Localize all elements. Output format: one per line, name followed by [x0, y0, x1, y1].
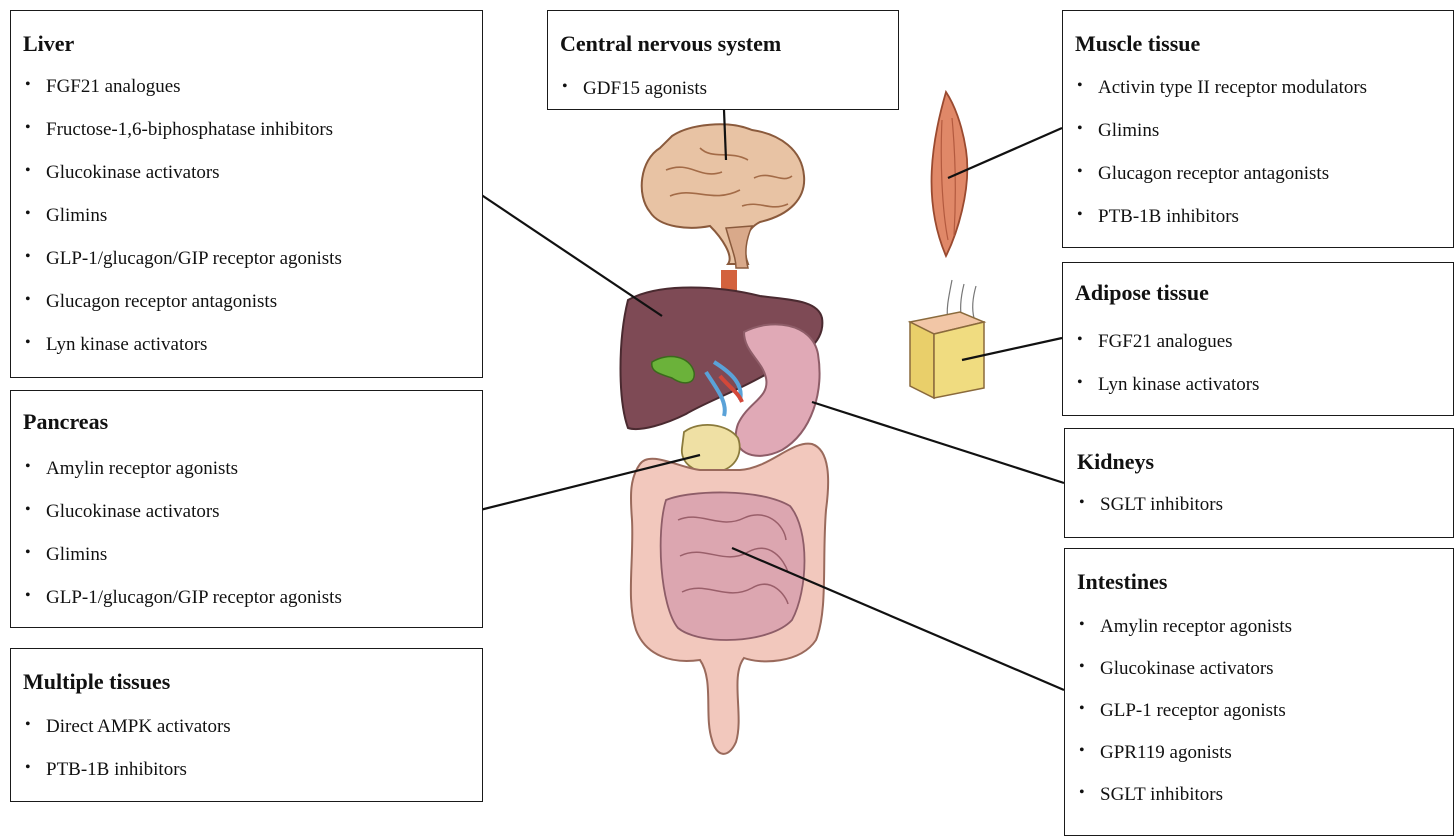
list-item: FGF21 analogues	[23, 77, 476, 96]
list-item: Glimins	[23, 545, 476, 564]
kidneys-box: Kidneys SGLT inhibitors	[1064, 428, 1454, 538]
adipose-icon	[910, 280, 984, 398]
intestines-title: Intestines	[1077, 571, 1167, 593]
multiple-tissues-list: Direct AMPK activators PTB-1B inhibitors	[23, 717, 476, 779]
brain-icon	[642, 124, 804, 268]
list-item: Lyn kinase activators	[1075, 375, 1447, 394]
muscle-box: Muscle tissue Activin type II receptor m…	[1062, 10, 1454, 248]
list-item: Glimins	[1075, 121, 1447, 140]
intestines-list: Amylin receptor agonists Glucokinase act…	[1077, 617, 1447, 804]
liver-box: Liver FGF21 analogues Fructose-1,6-bipho…	[10, 10, 483, 378]
kidneys-list: SGLT inhibitors	[1077, 495, 1447, 514]
cns-box: Central nervous system GDF15 agonists	[547, 10, 899, 110]
list-item: PTB-1B inhibitors	[1075, 207, 1447, 226]
liver-title: Liver	[23, 33, 74, 55]
list-item: GDF15 agonists	[560, 79, 892, 98]
cns-title: Central nervous system	[560, 33, 781, 55]
pancreas-box: Pancreas Amylin receptor agonists Glucok…	[10, 390, 483, 628]
list-item: Amylin receptor agonists	[1077, 617, 1447, 636]
list-item: GLP-1 receptor agonists	[1077, 701, 1447, 720]
multiple-tissues-box: Multiple tissues Direct AMPK activators …	[10, 648, 483, 802]
multiple-tissues-title: Multiple tissues	[23, 671, 170, 693]
list-item: PTB-1B inhibitors	[23, 760, 476, 779]
list-item: Glimins	[23, 206, 476, 225]
stomach-icon	[736, 324, 820, 456]
list-item: GLP-1/glucagon/GIP receptor agonists	[23, 249, 476, 268]
list-item: GPR119 agonists	[1077, 743, 1447, 762]
list-item: Glucagon receptor antagonists	[1075, 164, 1447, 183]
list-item: Glucokinase activators	[23, 163, 476, 182]
cns-list: GDF15 agonists	[560, 79, 892, 98]
list-item: Glucagon receptor antagonists	[23, 292, 476, 311]
muscle-title: Muscle tissue	[1075, 33, 1200, 55]
list-item: Glucokinase activators	[1077, 659, 1447, 678]
list-item: Glucokinase activators	[23, 502, 476, 521]
small-intestine-icon	[661, 492, 805, 640]
pancreas-list: Amylin receptor agonists Glucokinase act…	[23, 459, 476, 607]
muscle-list: Activin type II receptor modulators Glim…	[1075, 78, 1447, 226]
adipose-list: FGF21 analogues Lyn kinase activators	[1075, 332, 1447, 394]
list-item: GLP-1/glucagon/GIP receptor agonists	[23, 588, 476, 607]
muscle-icon	[932, 92, 968, 256]
list-item: SGLT inhibitors	[1077, 495, 1447, 514]
list-item: FGF21 analogues	[1075, 332, 1447, 351]
adipose-box: Adipose tissue FGF21 analogues Lyn kinas…	[1062, 262, 1454, 416]
list-item: Direct AMPK activators	[23, 717, 476, 736]
liver-list: FGF21 analogues Fructose-1,6-biphosphata…	[23, 77, 476, 354]
kidneys-title: Kidneys	[1077, 451, 1154, 473]
list-item: Fructose-1,6-biphosphatase inhibitors	[23, 120, 476, 139]
pancreas-icon	[682, 425, 740, 472]
list-item: Lyn kinase activators	[23, 335, 476, 354]
list-item: SGLT inhibitors	[1077, 785, 1447, 804]
pancreas-title: Pancreas	[23, 411, 108, 433]
adipose-title: Adipose tissue	[1075, 282, 1209, 304]
intestines-box: Intestines Amylin receptor agonists Gluc…	[1064, 548, 1454, 836]
list-item: Activin type II receptor modulators	[1075, 78, 1447, 97]
list-item: Amylin receptor agonists	[23, 459, 476, 478]
